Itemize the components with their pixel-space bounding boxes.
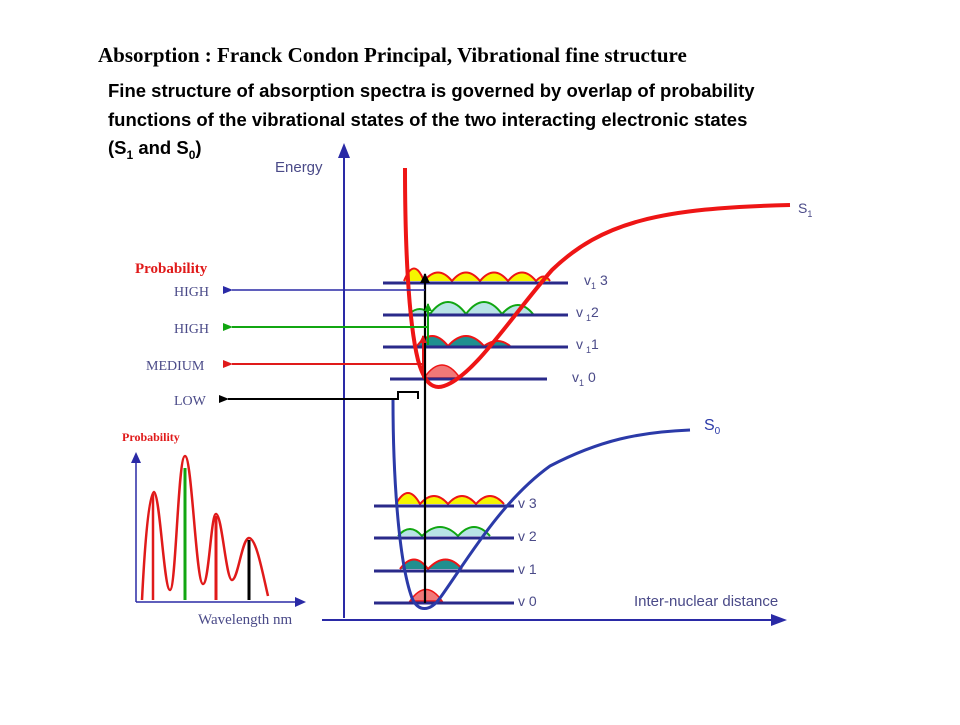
probability-label-low: LOW xyxy=(174,394,207,409)
spectrum-y-arrowhead xyxy=(131,452,141,463)
distance-axis-label: Inter-nuclear distance xyxy=(634,593,778,610)
s1-potential-curve xyxy=(403,167,791,389)
s1-v1-wavefunction xyxy=(416,335,511,348)
probability-legend-title: Probability xyxy=(135,261,208,277)
probability-label-high-1: HIGH xyxy=(174,285,209,300)
distance-axis-arrowhead xyxy=(771,614,787,626)
subtitle-line-1: Fine structure of absorption spectra is … xyxy=(108,80,755,101)
s0-level-label-v3: v 3 xyxy=(518,495,537,511)
energy-axis-label: Energy xyxy=(275,159,323,176)
spectrum-y-label: Probability xyxy=(122,430,180,444)
spectrum-curve xyxy=(140,454,270,601)
subtitle-line-3: (S1 and S0) xyxy=(108,137,202,162)
slide-title: Absorption : Franck Condon Principal, Vi… xyxy=(98,43,687,67)
probability-label-medium: MEDIUM xyxy=(146,359,205,374)
s0-state-label: S0 xyxy=(704,417,721,437)
s0-level-label-v1: v 1 xyxy=(518,561,537,577)
s0-potential-curve xyxy=(391,399,691,610)
s0-v2-wavefunction xyxy=(397,526,491,538)
s0-v1-wavefunction xyxy=(399,558,463,571)
s1-v0-wavefunction xyxy=(422,364,462,379)
spectrum-x-label: Wavelength nm xyxy=(198,612,293,628)
subtitle-line-2: functions of the vibrational states of t… xyxy=(108,109,747,130)
spectrum-x-arrowhead xyxy=(295,597,306,607)
energy-axis-arrowhead xyxy=(338,143,350,158)
probability-label-high-2: HIGH xyxy=(174,322,209,337)
s0-level-label-v2: v 2 xyxy=(518,528,537,544)
s0-level-label-v0: v 0 xyxy=(518,593,537,609)
s0-v3-wavefunction xyxy=(395,492,505,506)
s1-state-label: S1 xyxy=(798,200,812,219)
probability-arrow-low-black xyxy=(219,391,419,403)
